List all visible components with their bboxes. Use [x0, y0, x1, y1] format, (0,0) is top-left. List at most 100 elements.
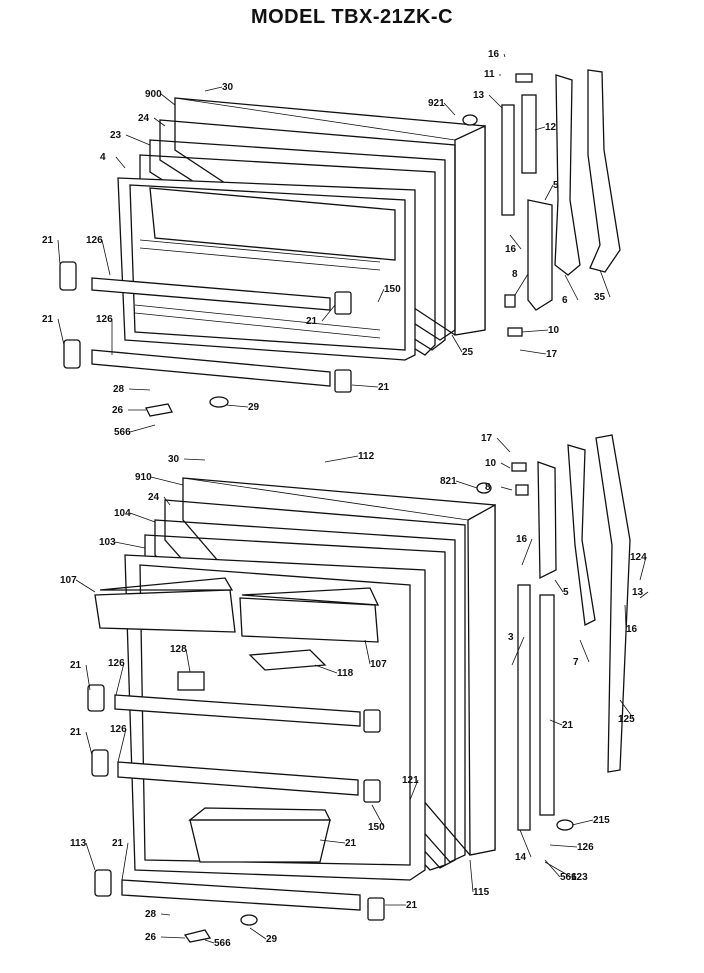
handle-5a	[527, 199, 553, 311]
part-callout-21: 21	[42, 314, 54, 325]
leader-line	[503, 53, 506, 58]
leader-line	[624, 604, 627, 630]
part-callout-29: 29	[248, 402, 260, 413]
part-callout-30: 30	[222, 82, 234, 93]
part-callout-21: 21	[70, 660, 82, 671]
leader-line	[639, 591, 649, 599]
leader-line	[500, 462, 511, 469]
leader-line	[469, 859, 474, 893]
part-callout-123: 123	[571, 872, 588, 883]
leader-line	[57, 239, 61, 266]
part-callout-16: 16	[505, 244, 517, 255]
leader-line	[319, 839, 346, 844]
part-callout-12: 12	[545, 122, 557, 133]
leader-line	[114, 541, 146, 549]
leader-line	[500, 486, 513, 491]
part-callout-21: 21	[70, 727, 82, 738]
leader-line	[249, 927, 267, 940]
leader-line	[496, 437, 511, 453]
end-cap-21b	[63, 339, 81, 369]
leader-line	[564, 274, 579, 301]
leader-line	[163, 496, 171, 506]
part-callout-7: 7	[573, 657, 579, 668]
leader-line	[128, 388, 151, 391]
part-callout-4: 4	[100, 152, 106, 163]
leader-line	[125, 134, 151, 146]
strip-13a	[501, 104, 515, 216]
leader-line	[75, 579, 96, 593]
leader-line	[554, 579, 564, 593]
bracket-128	[177, 671, 205, 691]
leader-line	[129, 512, 156, 523]
egg-tray-215	[189, 819, 331, 863]
part-callout-21: 21	[562, 720, 574, 731]
part-callout-21: 21	[306, 316, 318, 327]
part-callout-24: 24	[138, 113, 150, 124]
plug-29a	[209, 396, 229, 408]
strip-125	[539, 594, 555, 816]
part-callout-13: 13	[632, 587, 644, 598]
part-callout-126: 126	[86, 235, 103, 246]
part-callout-23: 23	[110, 130, 122, 141]
part-callout-21: 21	[345, 838, 357, 849]
part-callout-28: 28	[113, 384, 125, 395]
leader-line	[519, 829, 532, 858]
leader-line	[371, 804, 385, 828]
leader-line	[314, 664, 338, 674]
part-callout-107: 107	[60, 575, 77, 586]
part-callout-3: 3	[508, 632, 514, 643]
leader-line	[639, 556, 647, 581]
tray-118	[248, 649, 327, 671]
part-callout-126: 126	[110, 724, 127, 735]
leader-line	[351, 384, 379, 388]
part-callout-566: 566	[560, 872, 577, 883]
leader-line	[488, 94, 503, 109]
part-callout-215: 215	[593, 815, 610, 826]
part-callout-16: 16	[516, 534, 528, 545]
part-callout-29: 29	[266, 934, 278, 945]
part-callout-16: 16	[626, 624, 638, 635]
leader-line	[509, 234, 522, 250]
end-cap-21a	[59, 261, 77, 291]
part-callout-126: 126	[108, 658, 125, 669]
strip-14	[517, 584, 531, 831]
part-callout-821: 821	[440, 476, 457, 487]
leader-line	[204, 939, 215, 944]
part-callout-11: 11	[484, 69, 495, 80]
part-callout-17: 17	[481, 433, 493, 444]
bin-107a	[94, 589, 236, 633]
leader-line	[101, 239, 111, 276]
part-callout-5: 5	[553, 180, 559, 191]
leader-line	[443, 102, 456, 116]
leader-line	[544, 859, 561, 878]
gasket-104	[154, 519, 456, 869]
part-callout-6: 6	[562, 295, 568, 306]
leader-line	[160, 913, 171, 916]
part-callout-900: 900	[145, 89, 162, 100]
part-callout-126: 126	[577, 842, 594, 853]
part-callout-30: 30	[168, 454, 180, 465]
handle-7	[567, 444, 596, 626]
handle-6	[554, 74, 581, 276]
leader-line	[153, 117, 166, 127]
shelf-bar-126e	[121, 879, 361, 911]
shelf-bar-126a	[91, 277, 331, 311]
leader-line	[57, 318, 65, 346]
leader-line	[571, 819, 594, 826]
diagram-title: MODEL TBX-21ZK-C	[250, 6, 454, 28]
part-callout-125: 125	[618, 714, 635, 725]
leader-line	[121, 842, 129, 881]
part-callout-8: 8	[485, 482, 491, 493]
part-callout-126: 126	[96, 314, 113, 325]
part-callout-103: 103	[99, 537, 116, 548]
part-callout-115: 115	[473, 887, 490, 898]
strip-12	[521, 94, 537, 174]
part-callout-910: 910	[135, 472, 152, 483]
part-callout-10: 10	[485, 458, 497, 469]
leader-line	[150, 476, 184, 486]
leader-line	[549, 719, 563, 726]
leader-line	[534, 126, 546, 131]
shelf-bar-126d	[117, 761, 359, 796]
